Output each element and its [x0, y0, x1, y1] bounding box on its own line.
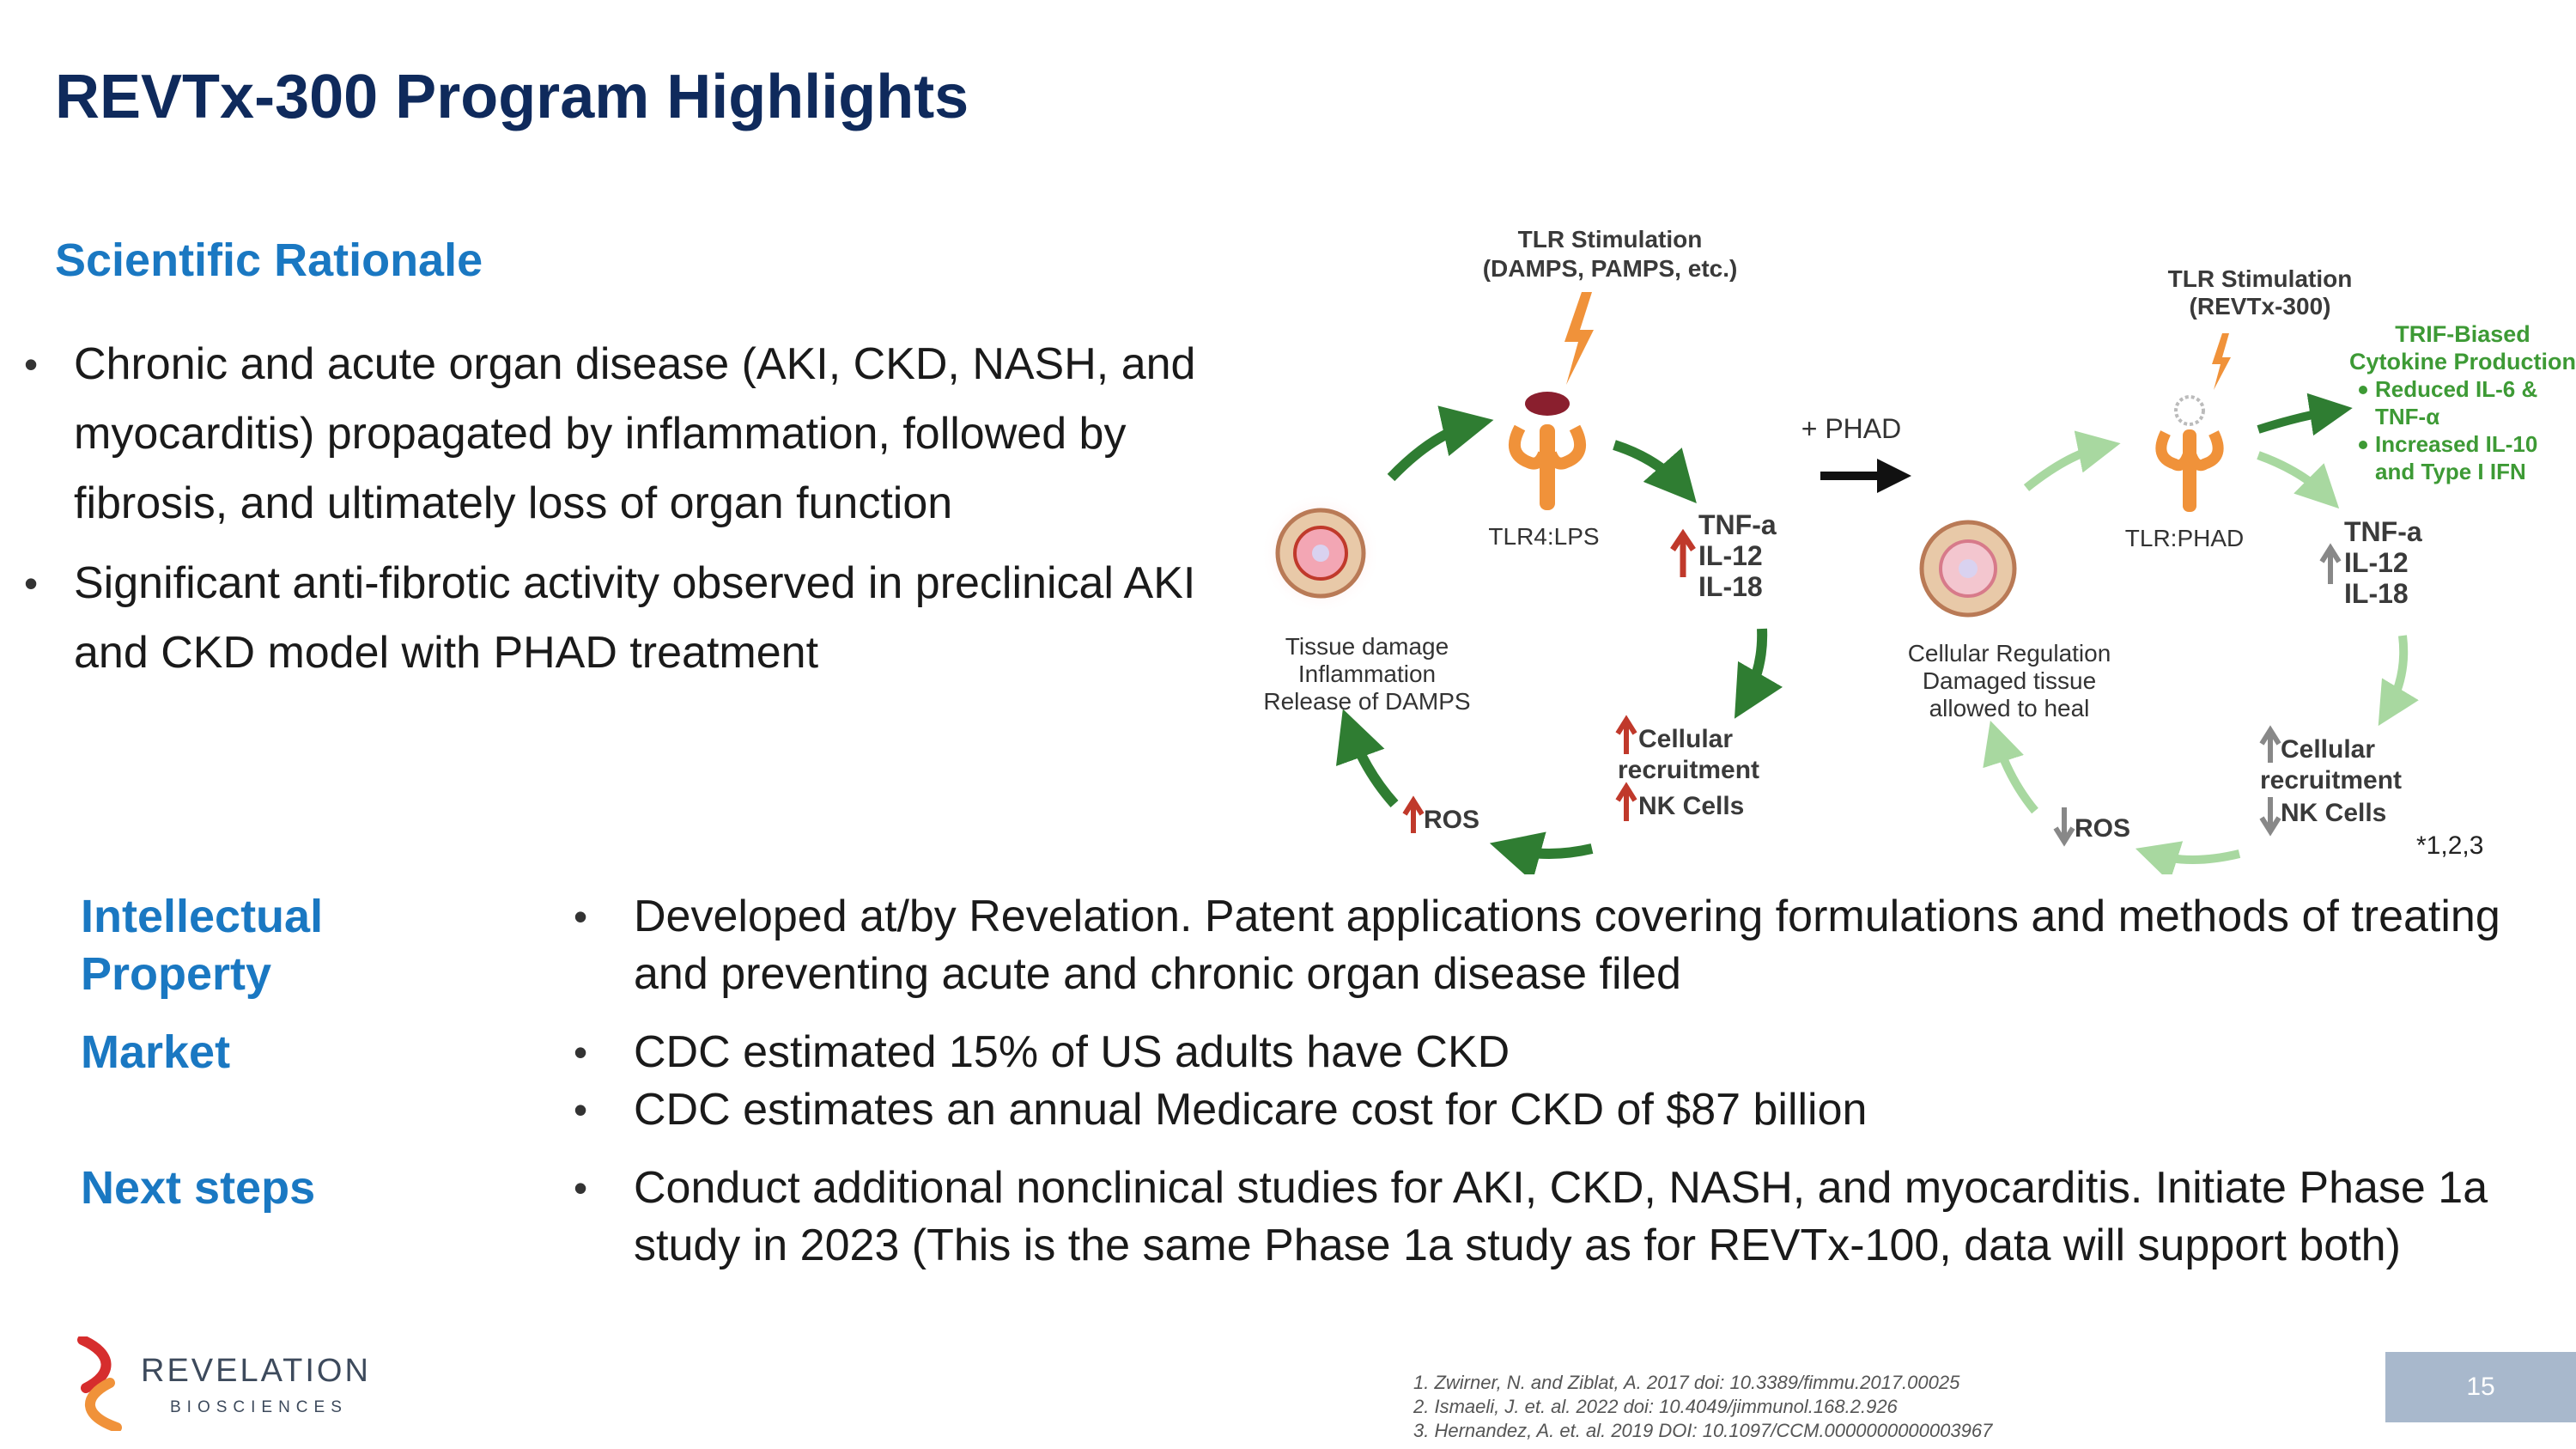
reference-item: 2. Ismaeli, J. et. al. 2022 doi: 10.4049… — [1413, 1396, 1898, 1417]
left-stim-line2: (DAMPS, PAMPS, etc.) — [1483, 255, 1738, 282]
label-next-steps: Next steps — [81, 1162, 316, 1214]
right-regulation-line: Damaged tissue — [1923, 667, 2096, 694]
phad-label: + PHAD — [1801, 413, 1901, 444]
up-arrow-icon — [1615, 715, 1637, 754]
left-tissue-line: Release of DAMPS — [1263, 688, 1470, 715]
right-regulation-line: Cellular Regulation — [1908, 640, 2111, 667]
diagram-reference-marker: *1,2,3 — [2416, 831, 2484, 860]
left-cytokine: TNF-a — [1698, 509, 1777, 540]
up-arrow-icon — [1615, 782, 1637, 821]
cycle-arrow — [1387, 405, 1494, 482]
logo-name: REVELATION — [141, 1353, 368, 1389]
trif-bullet: Increased IL-10 — [2375, 431, 2537, 457]
cycle-arrow — [1335, 709, 1399, 807]
helix-logo-icon — [77, 1336, 112, 1393]
lightning-bolt-icon — [1564, 292, 1594, 385]
label-market: Market — [81, 1026, 231, 1078]
left-receptor-label: TLR4:LPS — [1488, 523, 1599, 550]
right-receptor-label: TLR:PHAD — [2125, 525, 2244, 551]
right-ros: ROS — [2075, 814, 2130, 843]
cycle-arrow — [1489, 831, 1594, 874]
revelation-logo: REVELATION BIOSCIENCES — [77, 1336, 368, 1431]
tlr-pathway-diagram: TLR Stimulation (DAMPS, PAMPS, etc.) TLR… — [1261, 226, 2576, 874]
cycle-arrow — [1983, 720, 2038, 814]
references: 1. Zwirner, N. and Ziblat, A. 2017 doi: … — [1413, 1371, 1992, 1443]
trif-bullet: Reduced IL-6 & — [2375, 376, 2537, 402]
cycle-arrow — [2135, 841, 2241, 874]
trif-heading: Cytokine Production — [2349, 349, 2576, 374]
rationale-bullet: Chronic and acute organ disease (AKI, CK… — [24, 330, 1269, 539]
up-arrow-icon — [2259, 725, 2281, 763]
page-number: 15 — [2385, 1352, 2576, 1422]
up-arrow-icon — [1670, 528, 1696, 577]
cycle-arrow — [2257, 451, 2340, 509]
market-bullet-list: CDC estimated 15% of US adults have CKD … — [565, 1024, 2540, 1139]
left-cellular: Cellular — [1638, 725, 1733, 753]
left-ros: ROS — [1424, 806, 1479, 834]
right-cytokine: IL-18 — [2344, 578, 2409, 609]
right-stim-line2: (REVTx-300) — [2190, 293, 2331, 320]
cycle-arrow — [1613, 440, 1697, 503]
left-cellular: recruitment — [1618, 756, 1759, 784]
left-cellular: NK Cells — [1638, 792, 1744, 820]
helix-logo-icon — [84, 1378, 122, 1431]
rationale-bullet-list: Chronic and acute organ disease (AKI, CK… — [24, 330, 1269, 698]
right-cellular: NK Cells — [2281, 799, 2386, 827]
right-cytokine: IL-12 — [2344, 547, 2409, 578]
reference-item: 1. Zwirner, N. and Ziblat, A. 2017 doi: … — [1413, 1372, 1960, 1393]
trif-bullet: TNF-α — [2375, 404, 2439, 429]
up-arrow-icon — [1402, 795, 1425, 833]
label-line: Intellectual — [81, 891, 324, 942]
left-cytokine: IL-12 — [1698, 540, 1763, 571]
cycle-arrow — [2023, 430, 2121, 491]
page-title: REVTx-300 Program Highlights — [55, 63, 969, 131]
right-cellular: recruitment — [2260, 766, 2402, 795]
trif-arrow — [2257, 393, 2353, 436]
cycle-arrow — [1734, 628, 1783, 719]
right-cytokine: TNF-a — [2344, 516, 2422, 547]
cycle-arrow — [2378, 635, 2419, 727]
left-cytokine: IL-18 — [1698, 571, 1763, 602]
lightning-bolt-icon — [2212, 333, 2231, 390]
down-arrow-icon — [2259, 797, 2281, 837]
receptor-phad-icon — [2155, 395, 2224, 512]
market-bullet: CDC estimated 15% of US adults have CKD — [565, 1024, 2540, 1081]
inflamed-kidney-icon — [1261, 493, 1381, 613]
ip-bullet-list: Developed at/by Revelation. Patent appli… — [565, 888, 2540, 1003]
left-tissue-line: Tissue damage — [1285, 633, 1449, 660]
label-intellectual-property: Intellectual Property — [81, 888, 323, 1003]
trif-bullet: and Type I IFN — [2375, 459, 2526, 484]
trif-heading: TRIF-Biased — [2395, 321, 2530, 347]
right-stim-line1: TLR Stimulation — [2168, 265, 2353, 292]
next-steps-bullet: Conduct additional nonclinical studies f… — [565, 1160, 2540, 1275]
next-steps-bullet-list: Conduct additional nonclinical studies f… — [565, 1160, 2540, 1275]
rationale-bullet: Significant anti-fibrotic activity obser… — [24, 549, 1269, 688]
up-arrow-icon — [2319, 543, 2342, 584]
down-arrow-icon — [2053, 807, 2075, 847]
reference-item: 3. Hernandez, A. et. al. 2019 DOI: 10.10… — [1413, 1420, 1993, 1441]
left-tissue-line: Inflammation — [1298, 661, 1436, 687]
right-regulation-line: allowed to heal — [1929, 695, 2090, 721]
logo-subtitle: BIOSCIENCES — [170, 1398, 348, 1416]
right-cellular: Cellular — [2281, 735, 2375, 764]
ip-bullet: Developed at/by Revelation. Patent appli… — [565, 888, 2540, 1003]
left-stim-line1: TLR Stimulation — [1518, 226, 1703, 253]
market-bullet: CDC estimates an annual Medicare cost fo… — [565, 1081, 2540, 1139]
receptor-tlr4-icon — [1508, 392, 1587, 510]
section-heading-scientific-rationale: Scientific Rationale — [55, 234, 483, 286]
label-line: Property — [81, 948, 272, 1000]
healing-kidney-icon — [1919, 520, 2017, 618]
